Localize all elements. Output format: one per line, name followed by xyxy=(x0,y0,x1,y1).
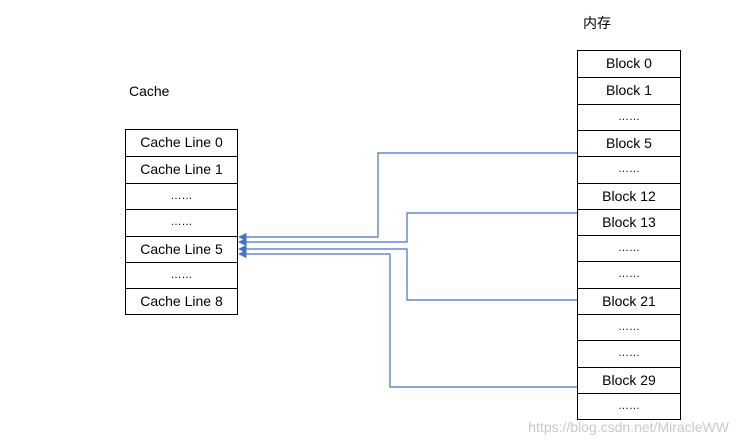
cache-title: Cache xyxy=(129,83,170,99)
connection-arrow xyxy=(238,249,577,388)
memory-row: Block 29 xyxy=(578,366,680,393)
memory-row: …… xyxy=(578,103,680,130)
cache-row: Cache Line 5 xyxy=(126,235,237,262)
memory-row: …… xyxy=(578,314,680,340)
memory-row: Block 1 xyxy=(578,77,680,103)
memory-row: …… xyxy=(578,392,680,419)
connection-arrow xyxy=(238,212,577,247)
cache-row: Cache Line 1 xyxy=(126,156,237,182)
connection-arrow xyxy=(238,152,577,242)
memory-row: Block 12 xyxy=(578,182,680,209)
memory-row: Block 5 xyxy=(578,129,680,156)
cache-row: …… xyxy=(126,182,237,209)
cache-row: …… xyxy=(126,262,237,288)
memory-row: Block 21 xyxy=(578,287,680,314)
memory-row: …… xyxy=(578,156,680,182)
memory-row: …… xyxy=(578,261,680,287)
memory-row: Block 13 xyxy=(578,208,680,235)
watermark: https://blog.csdn.net/MiracleWW xyxy=(528,419,729,435)
cache-row: …… xyxy=(126,209,237,235)
memory-row: …… xyxy=(578,340,680,366)
connection-arrow xyxy=(238,244,577,301)
cache-row: Cache Line 0 xyxy=(140,134,223,150)
memory-title: 内存 xyxy=(583,15,611,31)
memory-row: Block 0 xyxy=(606,55,652,71)
cache-row: Cache Line 8 xyxy=(126,288,237,314)
memory-row: …… xyxy=(578,235,680,261)
